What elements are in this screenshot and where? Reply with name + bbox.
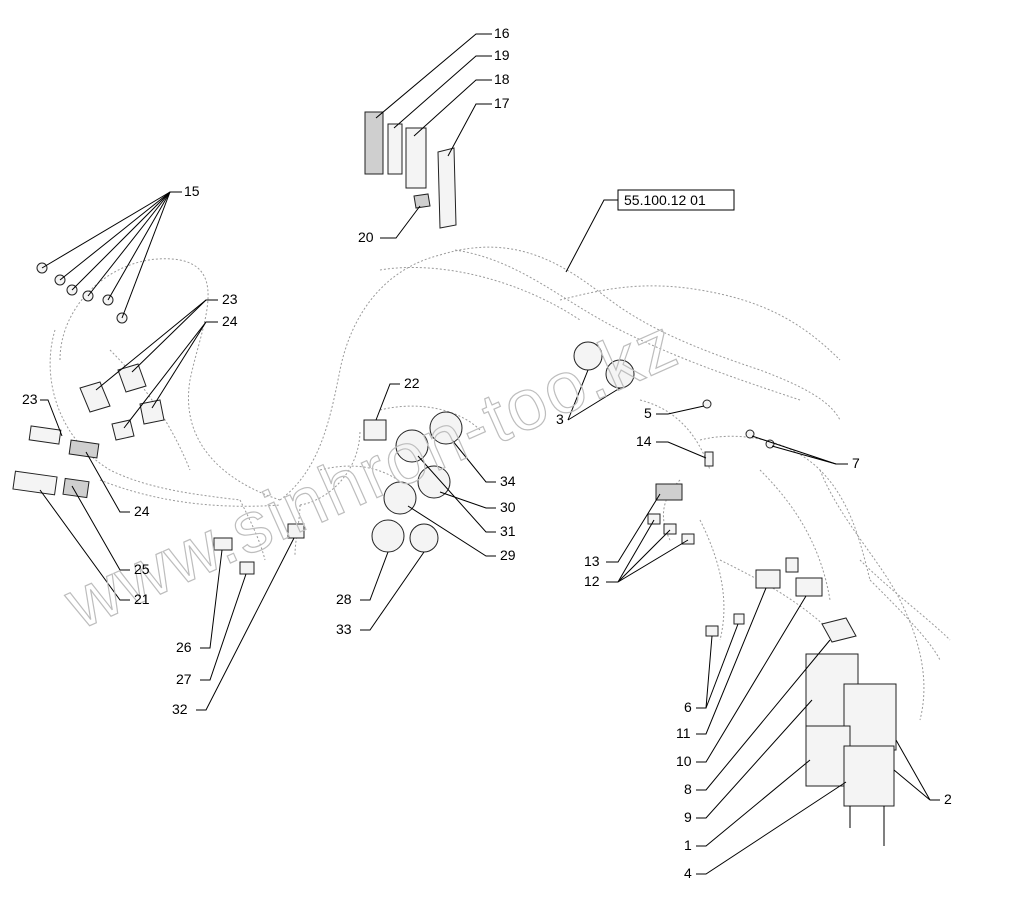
callout-19: 19: [494, 47, 510, 63]
callout-18: 18: [494, 71, 510, 87]
callout-15: 15: [184, 183, 200, 199]
callout-12: 12: [584, 573, 600, 589]
connector-13: [655, 483, 683, 501]
terminal-5: [702, 399, 712, 409]
callout-21: 21: [134, 591, 150, 607]
callout-24-lower: 24: [134, 503, 150, 519]
connector-27: [239, 561, 255, 575]
connector-8: [821, 617, 857, 643]
callout-20: 20: [358, 229, 374, 245]
callout-10: 10: [676, 753, 692, 769]
connector-12c: [681, 533, 695, 545]
connector-25: [62, 477, 90, 499]
connector-14: [704, 451, 714, 467]
control-unit-2: [843, 683, 897, 751]
seal-19: [387, 123, 403, 175]
callout-3: 3: [556, 411, 564, 427]
callout-14: 14: [636, 433, 652, 449]
connector-12a: [647, 513, 661, 525]
terminal-7a: [745, 429, 755, 439]
callout-1: 1: [684, 837, 692, 853]
callout-11: 11: [676, 725, 691, 741]
callout-13: 13: [584, 553, 600, 569]
callout-32: 32: [172, 701, 188, 717]
callout-16: 16: [494, 25, 510, 41]
clip-20: [413, 193, 431, 209]
round-connector-30: [417, 465, 451, 499]
connector-11b: [785, 557, 799, 573]
callout-30: 30: [500, 499, 516, 515]
callout-8: 8: [684, 781, 692, 797]
cover-18: [405, 127, 427, 189]
callout-7: 7: [852, 455, 860, 471]
connector-24a: [111, 419, 135, 441]
control-unit-4: [843, 745, 895, 807]
connector-26: [213, 537, 233, 551]
callout-6: 6: [684, 699, 692, 715]
callout-24-upper: 24: [222, 313, 238, 329]
callout-4: 4: [684, 865, 692, 881]
callout-22: 22: [404, 375, 420, 391]
callout-29: 29: [500, 547, 516, 563]
connector-12b: [663, 523, 677, 535]
cover-17: [437, 147, 457, 229]
callout-28: 28: [336, 591, 352, 607]
control-unit-9: [805, 725, 851, 787]
callout-2: 2: [944, 791, 952, 807]
connector-6b: [733, 613, 745, 625]
callout-23-lower: 23: [22, 391, 38, 407]
leader-lines: [39, 33, 940, 875]
connector-23c: [28, 425, 62, 445]
connector-23a: [79, 381, 111, 413]
connector-24b: [139, 399, 165, 425]
connector-block-16: [364, 111, 384, 175]
callout-31: 31: [500, 523, 516, 539]
cover-21: [12, 470, 58, 496]
part-shapes: [12, 111, 897, 846]
callout-33: 33: [336, 621, 352, 637]
connector-22: [363, 419, 387, 441]
callout-23-upper: 23: [222, 291, 238, 307]
callout-9: 9: [684, 809, 692, 825]
callout-27: 27: [176, 671, 192, 687]
callout-17: 17: [494, 95, 510, 111]
callout-25: 25: [134, 561, 150, 577]
round-connector-28: [371, 519, 405, 553]
round-connector-34b: [395, 429, 429, 463]
connector-24c: [68, 439, 100, 459]
reference-box: [617, 189, 735, 211]
connector-6a: [705, 625, 719, 637]
connector-10: [795, 577, 823, 597]
callout-34: 34: [500, 473, 516, 489]
callout-labels: 16 19 18 17 20 15 23 24 23 24 25 21 26 2…: [22, 25, 952, 881]
round-connector-34a: [429, 411, 463, 445]
callout-26: 26: [176, 639, 192, 655]
reference-code: 55.100.12 01: [624, 192, 706, 208]
connector-11: [755, 569, 781, 589]
callout-5: 5: [644, 405, 652, 421]
connector-23b: [117, 363, 147, 393]
connector-32: [287, 523, 305, 539]
round-connector-33: [409, 523, 439, 553]
